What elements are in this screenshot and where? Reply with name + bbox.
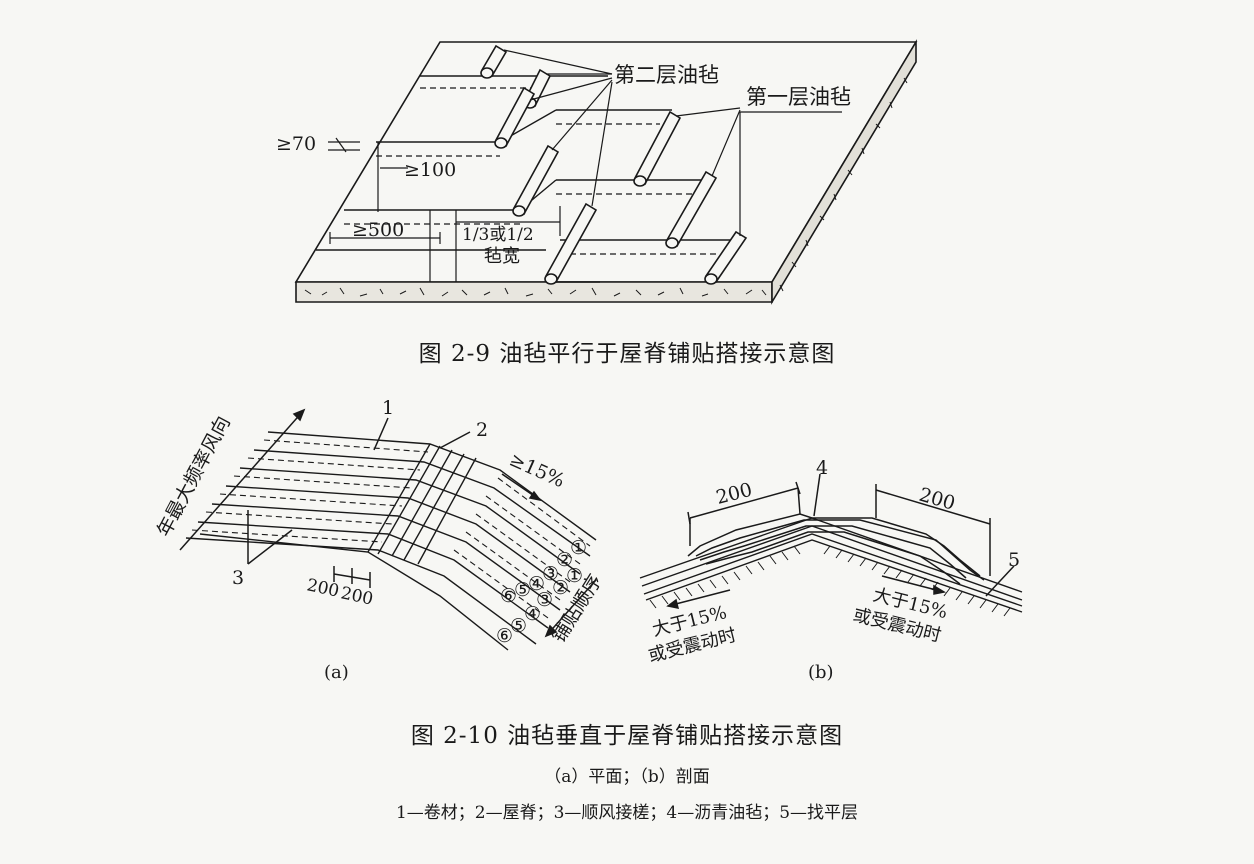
order-bottom-1: ① — [566, 565, 583, 587]
concrete-texture-side — [779, 77, 908, 292]
label-first-layer: 第一层油毡 — [746, 85, 851, 109]
order-bottom-3: ③ — [536, 589, 553, 611]
felt-rolls — [480, 44, 748, 285]
order-top-1: ① — [570, 537, 587, 559]
wind-direction-label: 年最大频率风向 — [153, 413, 235, 541]
felt-dashed-lines — [344, 87, 720, 255]
plan-felt-bands — [185, 431, 597, 651]
order-top-4: ④ — [528, 573, 545, 595]
figure-2-9-caption: 图 2-9 油毡平行于屋脊铺贴搭接示意图 — [418, 341, 836, 367]
figure-2-10-caption: 图 2-10 油毡垂直于屋脊铺贴搭接示意图 — [410, 723, 844, 749]
figure-2-10a-drawing — [179, 408, 597, 651]
dim-200-right: 200 — [917, 484, 958, 515]
dim-500: ≥500 — [352, 219, 404, 241]
order-top-2: ② — [556, 549, 573, 571]
roof-slab-front — [295, 281, 773, 303]
dim-200-a: 200 — [305, 575, 341, 601]
panel-b-label: (b) — [808, 662, 834, 683]
figure-2-10-legend: 1—卷材；2—屋脊；3—顺风接槎；4—沥青油毡；5—找平层 — [395, 803, 859, 823]
slope-label-a: ≥15% — [506, 448, 568, 492]
roof-slab-side — [771, 39, 917, 305]
order-bottom-4: ④ — [524, 603, 541, 625]
order-bottom-6: ⑥ — [496, 625, 513, 647]
order-bottom-numbers: ⑥ ⑤ ④ ③ ② ① — [496, 565, 583, 647]
wind-arrow-head — [292, 408, 306, 422]
roof-slab-top — [294, 41, 918, 283]
panel-a-label: (a) — [324, 662, 349, 683]
figure-2-10b-drawing — [639, 473, 1023, 617]
order-top-numbers: ⑥ ⑤ ④ ③ ② ① — [500, 537, 587, 607]
order-top-5: ⑤ — [514, 579, 531, 601]
plan-felt-dashed — [191, 439, 591, 619]
order-top-3: ③ — [542, 563, 559, 585]
callout-3: 3 — [232, 567, 244, 589]
label-second-layer: 第二层油毡 — [614, 63, 719, 87]
order-top-6: ⑥ — [500, 585, 517, 607]
callout-4: 4 — [816, 457, 828, 479]
dim-200-left: 200 — [714, 479, 755, 509]
figure-2-10-subcaption: （a）平面；（b）剖面 — [544, 767, 710, 787]
dimension-marks — [328, 137, 560, 244]
callout-1: 1 — [382, 397, 394, 419]
section-hatch — [649, 545, 1011, 617]
order-bottom-2: ② — [552, 577, 569, 599]
dim-100: ≥100 — [404, 159, 456, 181]
figure-2-9-drawing — [294, 39, 918, 305]
dim-fraction: 1/3或1/2 — [462, 225, 534, 245]
dim-70: ≥70 — [276, 133, 316, 155]
section-felt-steps — [687, 513, 985, 585]
leader-lines — [503, 49, 842, 236]
dim-felt-width: 毡宽 — [484, 246, 520, 267]
ridge-lines — [367, 443, 477, 565]
order-bottom-5: ⑤ — [510, 615, 527, 637]
callout-5: 5 — [1008, 549, 1020, 571]
concrete-texture-front — [304, 287, 767, 297]
callout-2: 2 — [476, 419, 488, 441]
